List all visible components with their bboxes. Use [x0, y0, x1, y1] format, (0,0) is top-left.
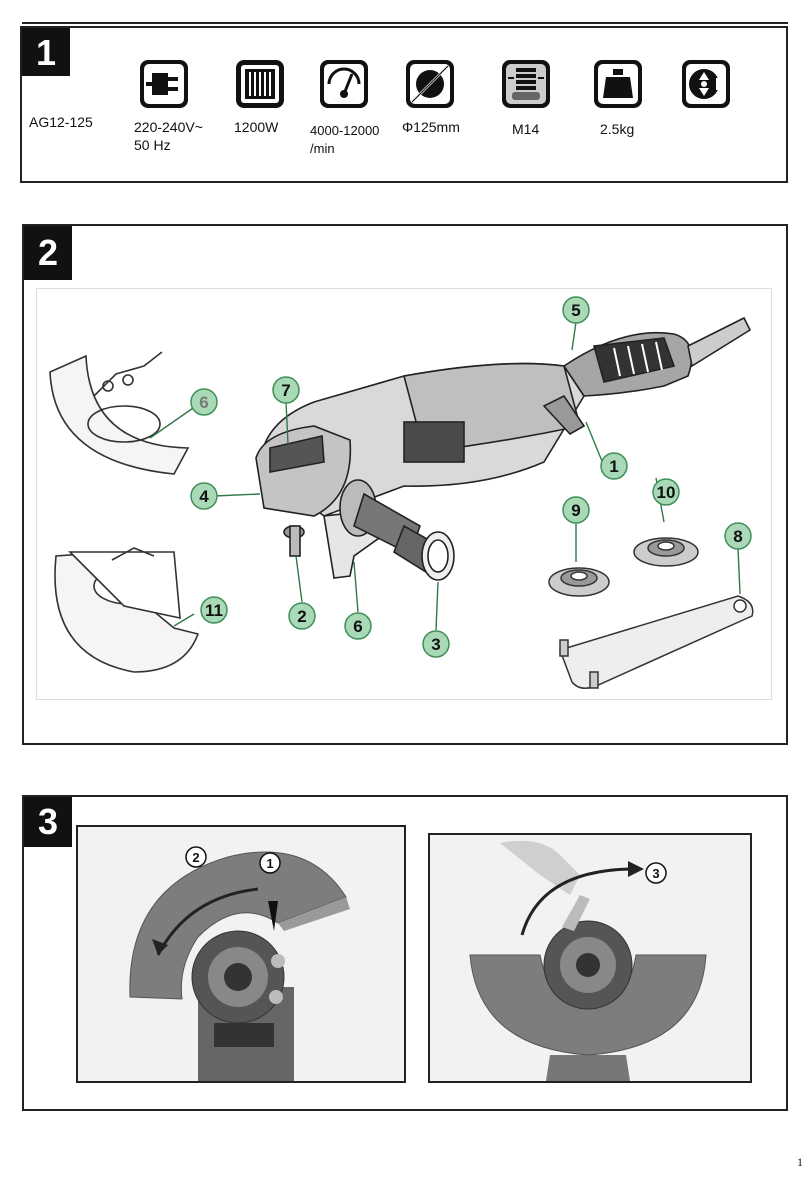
- section-guard-mounting: 3 1 2: [22, 795, 788, 1111]
- svg-text:9: 9: [571, 501, 580, 520]
- plug-voltage-icon: [140, 60, 188, 108]
- svg-text:1: 1: [609, 457, 618, 476]
- guard-drawing: [49, 351, 190, 475]
- callout-markers: 1 2 3 4 5 6 6 7 8 9 10 11: [190, 296, 752, 658]
- svg-text:11: 11: [205, 601, 223, 620]
- step-3-marker: 3: [645, 862, 667, 884]
- spec-speed: 4000-12000 /min: [310, 123, 380, 156]
- photo-guard-clamp: 3: [428, 833, 752, 1083]
- top-rule: [22, 22, 788, 24]
- callout-6-top: 6: [190, 388, 218, 416]
- angle-grinder-diagram: [49, 316, 754, 689]
- callout-4: 4: [190, 482, 218, 510]
- step-2-marker: 2: [185, 846, 207, 868]
- photo-guard-rotate: 1 2: [76, 825, 406, 1083]
- svg-text:8: 8: [733, 527, 742, 546]
- callout-11: 11: [200, 596, 228, 624]
- callout-10: 10: [652, 478, 680, 506]
- parts-diagram-frame: [36, 288, 772, 700]
- speed-gauge-icon: [320, 60, 368, 108]
- svg-text:2: 2: [297, 607, 306, 626]
- callout-3: 3: [422, 630, 450, 658]
- section-specifications: 1 AG12-125 220-240V~ 50 Hz 1200W 4000-12…: [20, 26, 788, 183]
- model-name: AG12-125: [29, 114, 93, 130]
- grinder-body-drawing: [255, 316, 752, 581]
- svg-text:1: 1: [266, 856, 273, 871]
- svg-text:3: 3: [431, 635, 440, 654]
- spindle-thread-icon: [502, 60, 550, 108]
- svg-text:3: 3: [652, 866, 659, 881]
- svg-text:10: 10: [657, 483, 676, 502]
- step-1-marker: 1: [259, 852, 281, 874]
- section-number: 3: [24, 797, 72, 847]
- callout-9: 9: [562, 496, 590, 524]
- svg-text:2: 2: [192, 850, 199, 865]
- svg-text:5: 5: [571, 301, 580, 320]
- section-number: 2: [24, 226, 72, 280]
- callout-8: 8: [724, 522, 752, 550]
- section-parts-overview: 2: [22, 224, 788, 745]
- spec-weight: 2.5kg: [600, 121, 635, 137]
- guard-11-drawing: [54, 547, 200, 673]
- flange-10-drawing: [633, 537, 699, 567]
- callout-7: 7: [272, 376, 300, 404]
- weight-icon: [594, 60, 642, 108]
- guard-clamp-illustration: [430, 835, 750, 1081]
- section-number: 1: [22, 28, 70, 76]
- svg-text:7: 7: [281, 381, 290, 400]
- flange-nut-9-drawing: [548, 567, 610, 597]
- svg-text:6: 6: [353, 617, 362, 636]
- svg-text:4: 4: [199, 487, 209, 506]
- svg-text:6: 6: [199, 393, 208, 412]
- motor-power-icon: [236, 60, 284, 108]
- step-markers-left: 1 2: [185, 846, 281, 874]
- spec-spindle-thread: M14: [512, 121, 540, 137]
- callout-6-bottom: 6: [344, 612, 372, 640]
- double-insulation-icon: [682, 60, 730, 108]
- spec-power: 1200W: [234, 119, 279, 135]
- spec-disc-diameter: Φ125mm: [402, 119, 460, 135]
- guard-rotate-illustration: [78, 827, 404, 1081]
- spanner-8-drawing: [559, 595, 754, 689]
- spec-voltage: 220-240V~ 50 Hz: [134, 119, 203, 153]
- step-markers-right: 3: [645, 862, 667, 884]
- page-number: 1: [797, 1155, 803, 1169]
- callout-2: 2: [288, 602, 316, 630]
- callout-1: 1: [600, 452, 628, 480]
- disc-diameter-icon: [406, 60, 454, 108]
- callout-5: 5: [562, 296, 590, 324]
